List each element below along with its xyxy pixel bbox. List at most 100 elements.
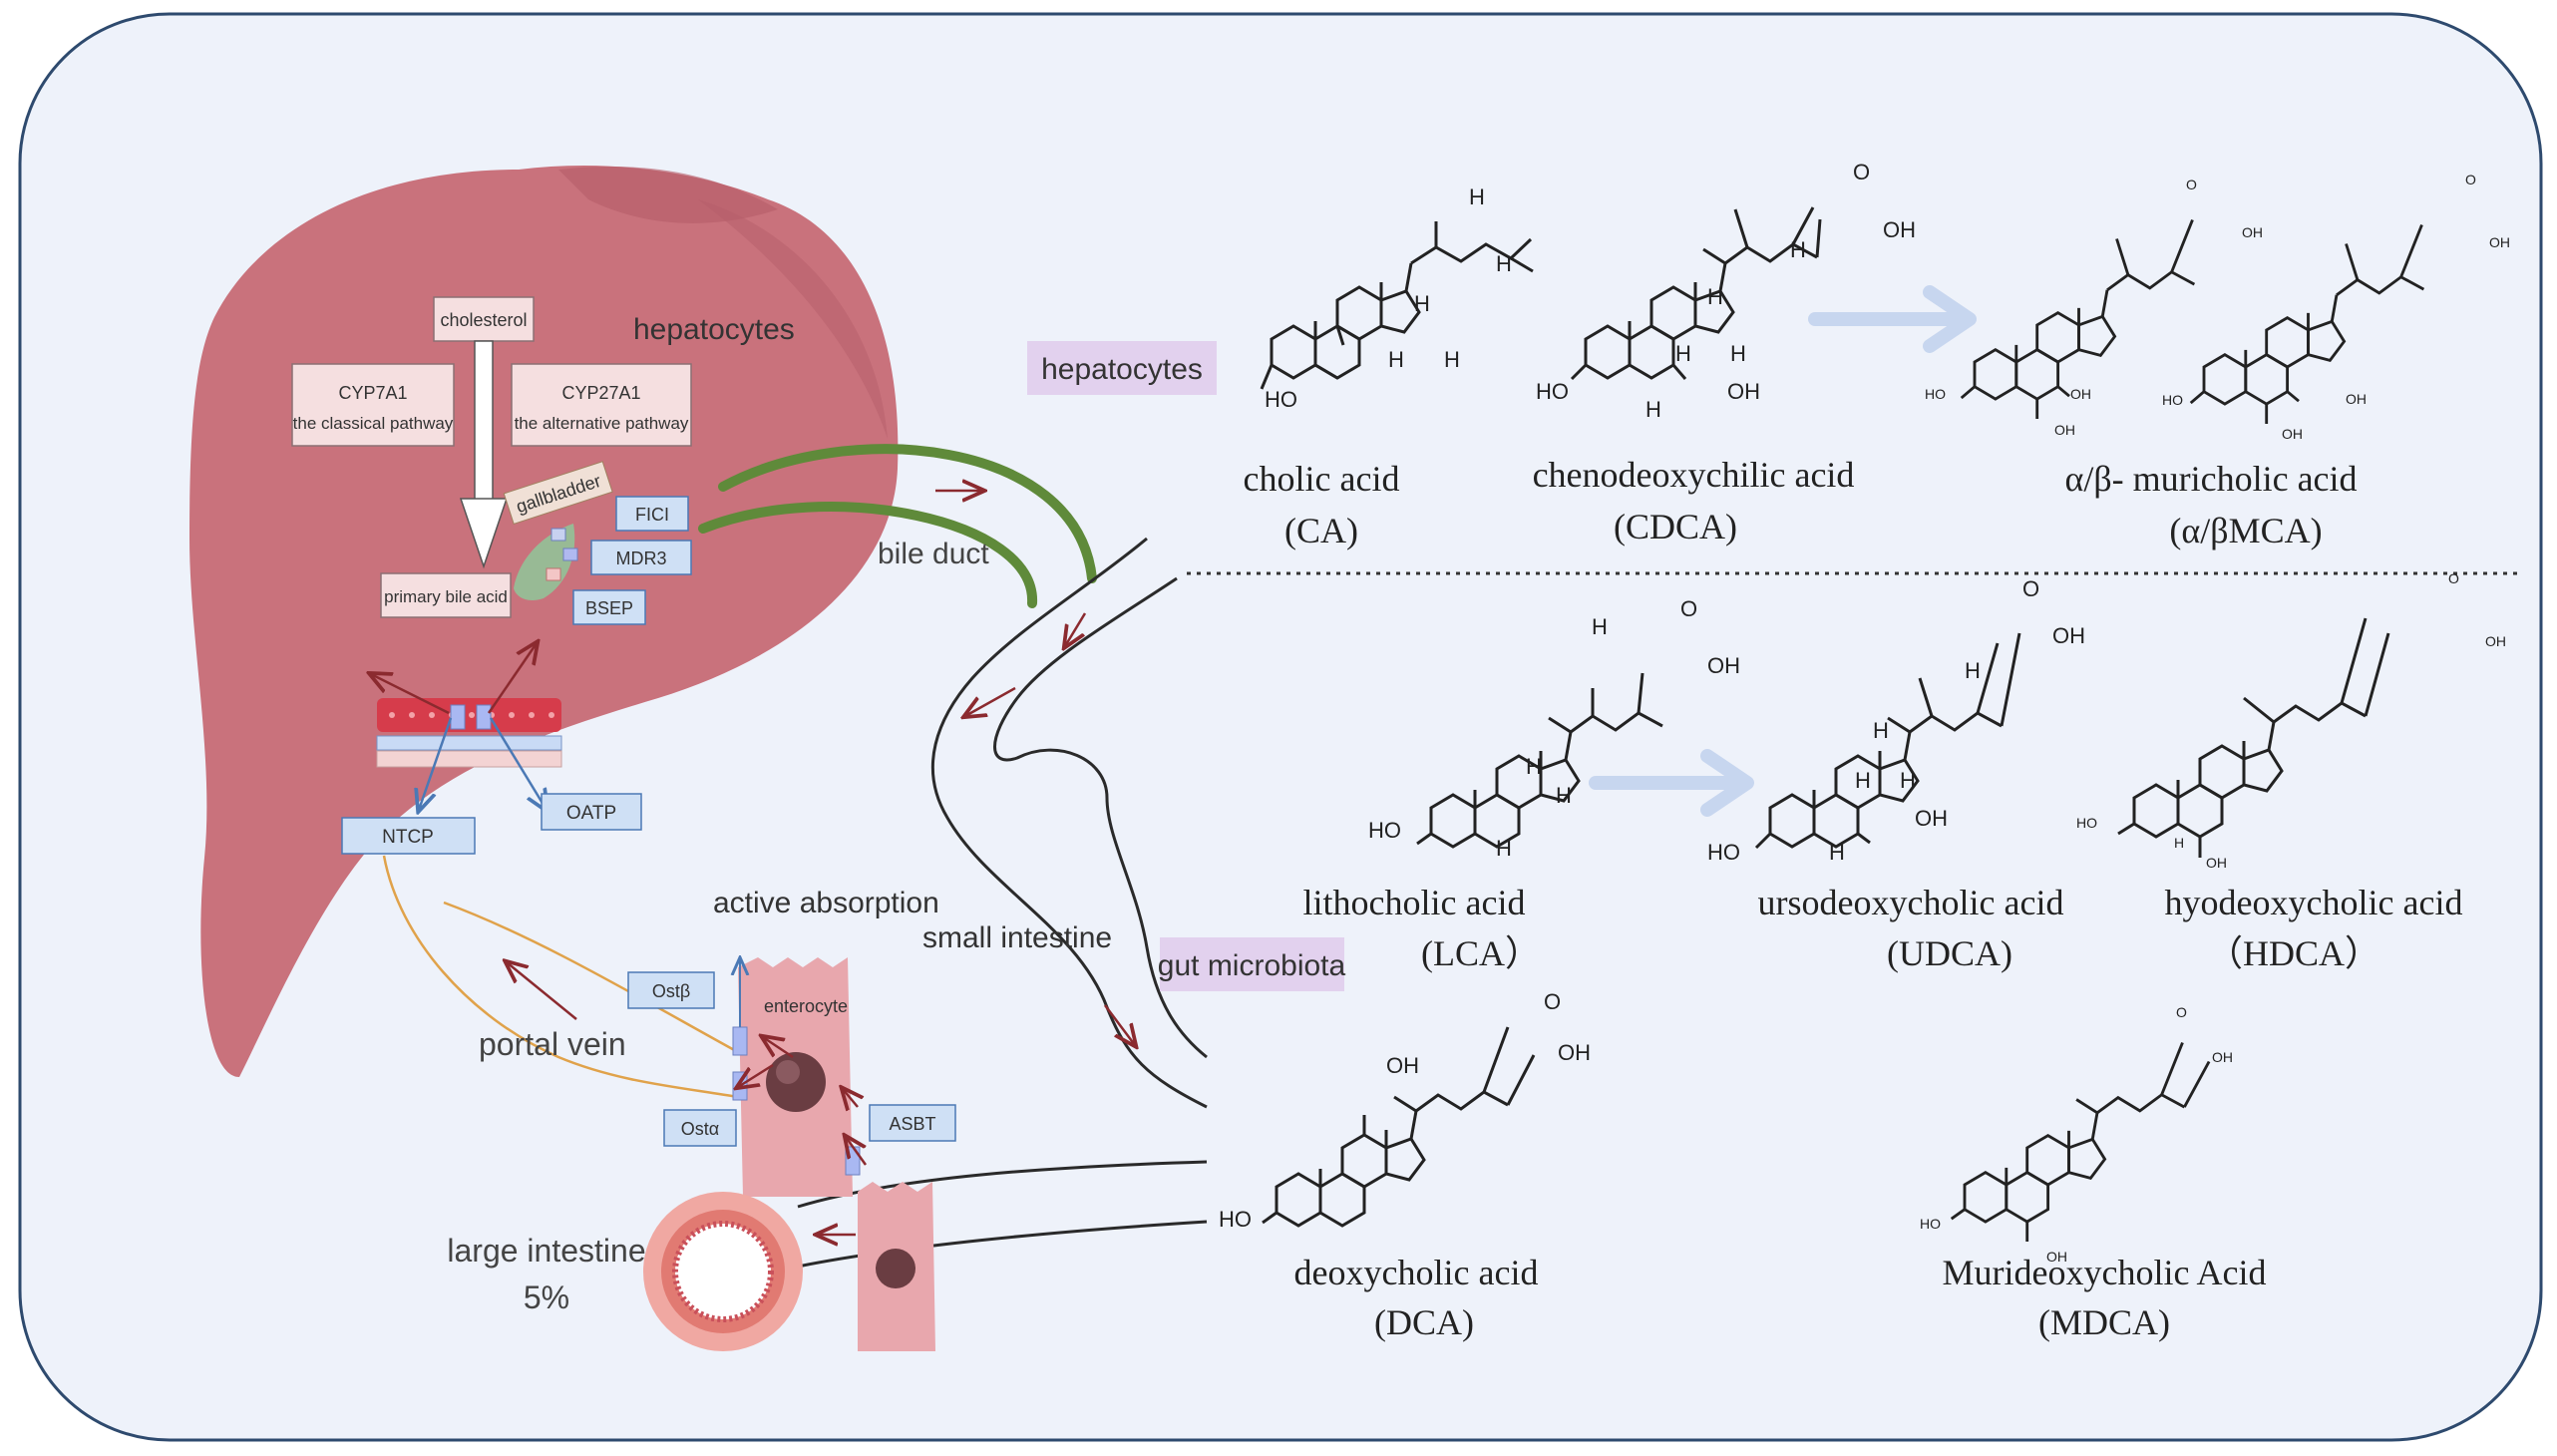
mdca-abbr: (MDCA) <box>2038 1302 2170 1342</box>
small-intestine-label: small intestine <box>922 921 1112 954</box>
enterocyte-arrow-2 <box>738 1063 774 1087</box>
enterocyte-arrow-1 <box>763 1037 794 1059</box>
mdca-name: Murideoxycholic Acid <box>1943 1253 2267 1292</box>
bmca-structure <box>2189 223 2425 425</box>
amca-oh-3: OH <box>2070 386 2091 402</box>
lca-o: O <box>1680 596 1697 621</box>
asbt-box <box>869 1104 956 1142</box>
lca-h-4: H <box>1496 836 1512 861</box>
ntcp-box <box>341 817 476 855</box>
large-intestine <box>643 1192 803 1351</box>
conversion-arrow-top <box>1808 285 1977 353</box>
ca-h-3: H <box>1414 291 1430 316</box>
udca-oh-2: OH <box>1915 806 1948 831</box>
amca-o: O <box>2186 177 2197 192</box>
bile-duct <box>698 444 1097 608</box>
dca-ho: HO <box>1219 1207 1252 1232</box>
dca-structure <box>1262 1026 1536 1228</box>
bsep-box <box>572 589 646 625</box>
cdca-h-2: H <box>1707 284 1723 309</box>
amca-oh: OH <box>2242 224 2263 240</box>
hdca-abbr: （HDCA） <box>2207 933 2380 973</box>
cdca-o: O <box>1853 160 1870 184</box>
cdca-structure <box>1570 206 1822 381</box>
bmca-oh: OH <box>2489 234 2510 250</box>
cdca-h-3: H <box>1675 341 1691 366</box>
asbt-label: ASBT <box>889 1114 935 1134</box>
lca-h-2: H <box>1526 754 1542 779</box>
hdca-ho: HO <box>2076 815 2097 831</box>
cdca-h-4: H <box>1730 341 1746 366</box>
large-intestine-label: large intestine <box>447 1233 645 1269</box>
bmca-oh-3: OH <box>2346 391 2367 407</box>
hdca-oh: OH <box>2485 633 2506 649</box>
mdca-structure <box>1950 1041 2211 1243</box>
ca-name: cholic acid <box>1244 459 1400 499</box>
cyp27a1-sub-label: the alternative pathway <box>515 414 689 433</box>
lca-abbr: (LCA） <box>1421 933 1541 973</box>
udca-oh: OH <box>2052 623 2085 648</box>
lca-structure <box>1416 672 1663 849</box>
udca-h-4: H <box>1900 768 1916 793</box>
oatp-arrow <box>489 717 547 810</box>
fici-box <box>615 496 689 532</box>
mca-name: α/β- muricholic acid <box>2064 459 2357 499</box>
portal-vein <box>382 855 739 1099</box>
cyp7a1-label: CYP7A1 <box>338 383 407 403</box>
cyp27a1-box <box>511 363 692 447</box>
gallbladder <box>514 524 578 600</box>
mdr3-label: MDR3 <box>615 548 666 568</box>
cdca-ho: HO <box>1536 379 1569 404</box>
lca-ho: HO <box>1368 818 1401 843</box>
oatp-box <box>541 793 642 831</box>
ca-abbr: (CA) <box>1284 511 1358 550</box>
osta-box <box>663 1109 737 1147</box>
primary-bile-acid-label: primary bile acid <box>384 587 508 606</box>
mdca-oh-2: OH <box>2046 1249 2067 1265</box>
hepatocytes-tag-box <box>1027 341 1217 395</box>
intestine-arrow-3 <box>1104 1004 1135 1045</box>
primary-bile-acid-box <box>380 572 512 618</box>
dca-oh-2: OH <box>1386 1053 1419 1078</box>
udca-h-3: H <box>1855 768 1871 793</box>
liver-hepatocytes-label: hepatocytes <box>633 313 795 346</box>
gut-microbiota-tag-label: gut microbiota <box>1158 949 1346 982</box>
gut-microbiota-tag-box <box>1160 937 1344 991</box>
bsep-label: BSEP <box>585 598 633 618</box>
cdca-h-5: H <box>1645 397 1661 422</box>
udca-name: ursodeoxycholic acid <box>1758 883 2064 922</box>
enterocyte-arrow-4 <box>846 1137 868 1166</box>
cdca-oh: OH <box>1883 217 1916 242</box>
mdr3-box <box>590 540 692 575</box>
oatp-label: OATP <box>566 803 616 824</box>
mdca-oh: OH <box>2212 1049 2233 1065</box>
amca-oh-2: OH <box>2054 422 2075 438</box>
ca-ho: HO <box>1265 387 1297 412</box>
hdca-oh-2: OH <box>2206 855 2227 871</box>
lca-h-3: H <box>1556 783 1572 808</box>
ca-h-5: H <box>1444 347 1460 372</box>
active-absorption-label: active absorption <box>713 887 939 919</box>
hdca-h-1: H <box>2174 835 2184 851</box>
efflux-arrow-left <box>371 674 450 715</box>
cyp27a1-label: CYP27A1 <box>561 383 640 403</box>
udca-o: O <box>2022 576 2039 601</box>
cholesterol-to-bile-acid-arrow <box>459 340 509 569</box>
dca-o: O <box>1544 989 1561 1014</box>
cdca-name: chenodeoxychilic acid <box>1533 455 1855 495</box>
bmca-oh-2: OH <box>2282 426 2303 442</box>
ca-h-1: H <box>1469 184 1485 209</box>
enterocyte-cell-lower <box>858 1182 935 1351</box>
dca-oh: OH <box>1558 1040 1591 1065</box>
hepatocyte-cell-row <box>376 698 562 768</box>
dca-name: deoxycholic acid <box>1294 1253 1539 1292</box>
hdca-structure <box>2117 617 2390 858</box>
intestine-arrow-2 <box>965 686 1016 716</box>
cyp7a1-box <box>291 363 455 447</box>
cholesterol-label: cholesterol <box>440 310 527 330</box>
udca-structure <box>1754 632 2021 850</box>
cdca-oh-2: OH <box>1727 379 1760 404</box>
portal-vein-arrow <box>507 962 577 1020</box>
ca-structure <box>1260 221 1534 390</box>
udca-h-5: H <box>1829 840 1845 865</box>
